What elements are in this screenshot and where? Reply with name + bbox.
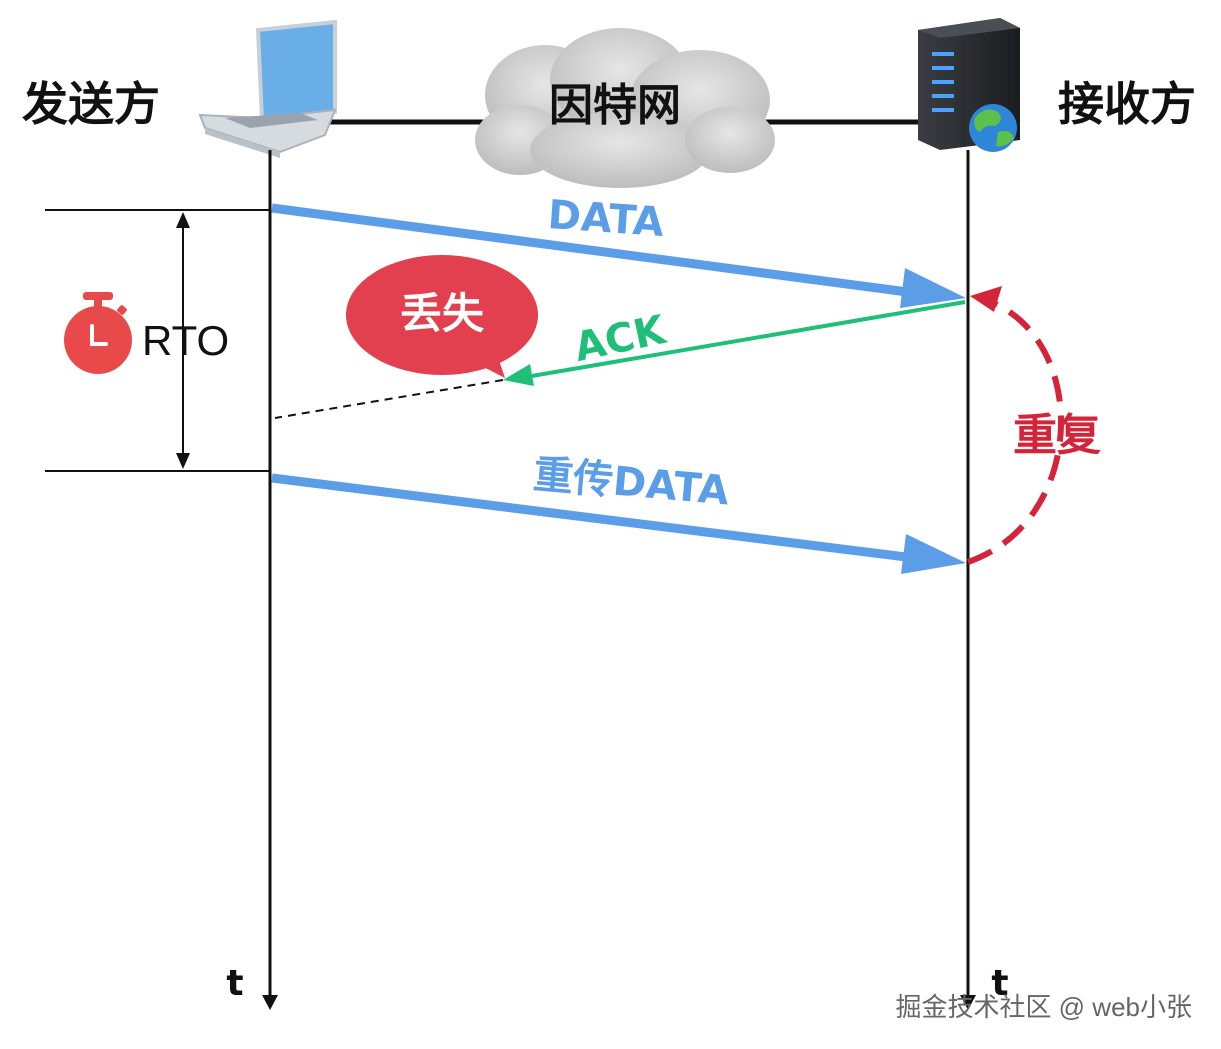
sender-time-label: t xyxy=(226,963,243,1004)
loss-speech-bubble xyxy=(346,255,538,378)
loss-label: 丢失 xyxy=(400,289,485,338)
duplicate-arc-arrowhead xyxy=(970,286,1002,312)
rto-label: RTO xyxy=(142,317,229,364)
retransmit-arrow xyxy=(271,473,931,565)
sender-time-arrowhead xyxy=(262,995,278,1010)
data-label: DATA xyxy=(546,192,665,246)
retransmit-arrowhead xyxy=(901,534,966,574)
network-label: 因特网 xyxy=(549,80,681,131)
data-arrow xyxy=(271,203,931,300)
ack-arrowhead xyxy=(503,364,534,386)
laptop-icon xyxy=(198,19,337,158)
ack-arrow xyxy=(519,300,966,380)
receiver-time-label: t xyxy=(991,963,1008,1004)
stopwatch-icon xyxy=(64,292,132,374)
rto-span-arrowhead-bottom xyxy=(176,453,190,469)
retransmit-label: 重传DATA xyxy=(531,452,730,515)
duplicate-label: 重复 xyxy=(1013,410,1101,461)
duplicate-arc xyxy=(967,295,1065,565)
data-arrowhead xyxy=(900,268,966,308)
watermark: 掘金技术社区 @ web小张 xyxy=(895,992,1192,1022)
rto-span-arrowhead-top xyxy=(176,212,190,228)
globe-icon xyxy=(969,104,1017,152)
sender-label: 发送方 xyxy=(22,77,160,131)
receiver-time-arrowhead xyxy=(960,995,976,1010)
receiver-label: 接收方 xyxy=(1058,77,1196,131)
internet-cloud-icon xyxy=(475,28,775,188)
ack-label: ACK xyxy=(570,307,671,371)
lost-ack-path xyxy=(274,379,504,419)
